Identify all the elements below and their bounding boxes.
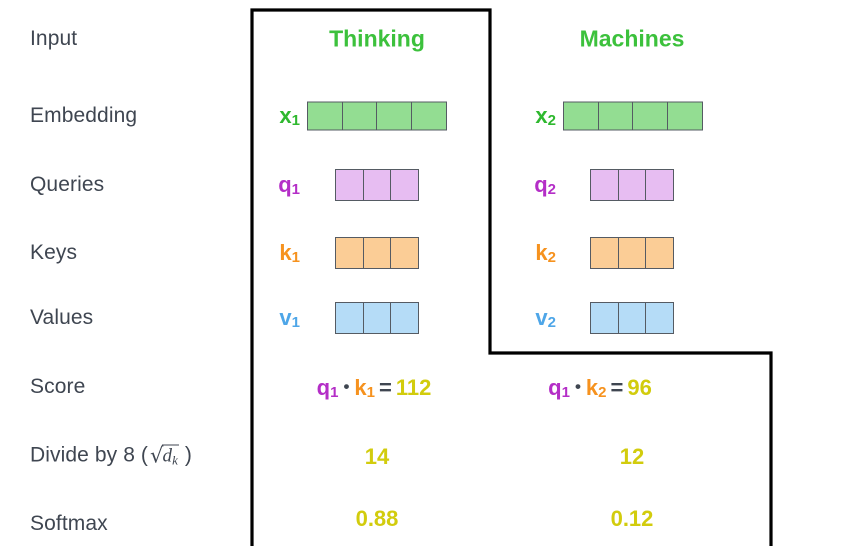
vector-label-q2: q2 xyxy=(534,172,556,198)
vector-strip-q1 xyxy=(335,169,419,201)
row-label-input: Input xyxy=(30,27,78,50)
vector-strip-k2 xyxy=(590,237,674,269)
row-label-softmax: Softmax xyxy=(30,512,108,535)
row-label-embedding: Embedding xyxy=(30,104,138,127)
score-result-col2: 96 xyxy=(627,375,652,400)
row-label-divide-by-8: Divide by 8 (√dk ) xyxy=(30,444,192,469)
vector-strip-v1 xyxy=(335,302,419,334)
row-label-values: Values xyxy=(30,306,94,329)
row-label-score: Score xyxy=(30,375,86,398)
softmax-value-col1: 0.88 xyxy=(355,506,399,531)
row-label-queries: Queries xyxy=(30,173,105,196)
dot-product-icon: • xyxy=(574,377,581,396)
equals-sign-col2: = xyxy=(610,375,624,400)
vector-label-k1: k1 xyxy=(279,240,300,266)
vector-label-k2: k2 xyxy=(535,240,556,266)
score-expression-col1: q1•k1=112 xyxy=(317,375,432,401)
vector-strip-v2 xyxy=(590,302,674,334)
vector-strip-k1 xyxy=(335,237,419,269)
radical-sign-icon: √ xyxy=(150,443,164,468)
divided-value-col2: 12 xyxy=(619,444,645,469)
column-header-machines: Machines xyxy=(579,25,685,52)
score-q-term-col1: q1 xyxy=(316,375,339,401)
dot-product-icon: • xyxy=(343,377,350,396)
vector-strip-q2 xyxy=(590,169,674,201)
vector-label-q1: q1 xyxy=(278,172,300,198)
vector-label-x1: x1 xyxy=(279,103,300,129)
column-header-thinking: Thinking xyxy=(329,25,425,52)
softmax-value-col2: 0.12 xyxy=(610,506,654,531)
vector-strip-x2 xyxy=(563,101,703,131)
score-result-col1: 112 xyxy=(395,375,432,400)
divided-value-col1: 14 xyxy=(364,444,390,469)
score-expression-col2: q1•k2=96 xyxy=(548,375,652,401)
equals-sign-col1: = xyxy=(378,375,392,400)
vector-label-v2: v2 xyxy=(535,305,556,331)
vector-label-v1: v1 xyxy=(279,305,300,331)
sqrt-dk-expression: √dk xyxy=(148,444,179,469)
divide-label-text: Divide by 8 ( xyxy=(30,443,149,467)
dk-subscript: k xyxy=(172,452,178,468)
divide-label-close-paren: ) xyxy=(184,443,193,467)
radicand: dk xyxy=(161,444,179,469)
score-k-term-col1: k1 xyxy=(354,375,375,401)
dk-base: d xyxy=(162,445,173,467)
vector-strip-x1 xyxy=(307,101,447,131)
score-q-term-col2: q1 xyxy=(548,375,570,401)
vector-label-x2: x2 xyxy=(535,103,556,129)
row-label-keys: Keys xyxy=(30,241,78,264)
score-k-term-col2: k2 xyxy=(585,375,607,401)
